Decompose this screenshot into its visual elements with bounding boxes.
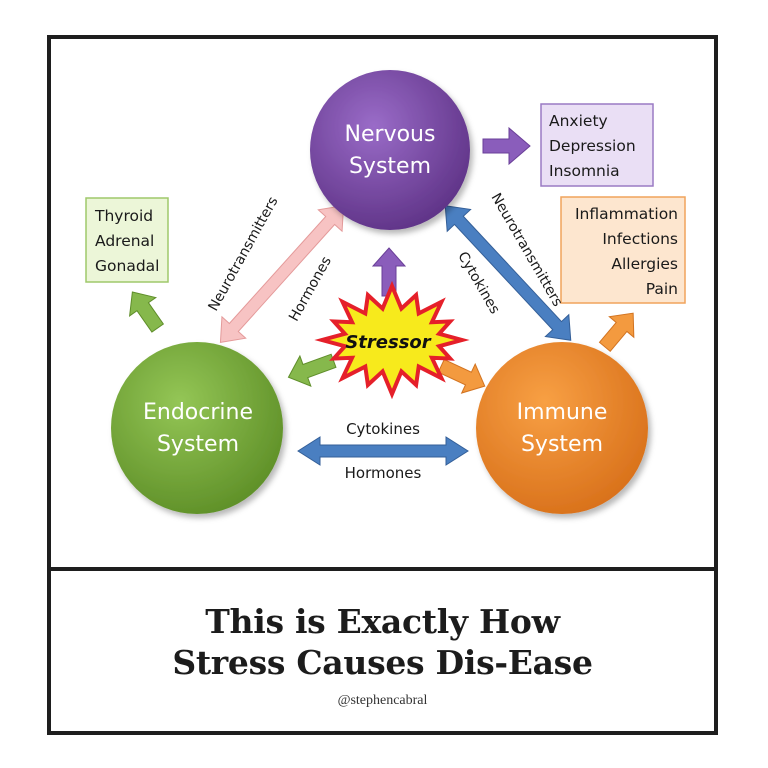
link-nervous-endocrine xyxy=(219,205,345,343)
endocrine-effects-box: Thyroid Adrenal Gonadal xyxy=(85,197,169,283)
arrow-nervous-to-effects xyxy=(482,126,531,166)
link-endocrine-immune xyxy=(297,436,469,466)
link-label-hormones-bottom: Hormones xyxy=(345,464,422,482)
immune-effect-text: Pain xyxy=(646,280,678,298)
endocrine-effect-text: Adrenal xyxy=(95,232,154,250)
nervous-effect-text: Anxiety xyxy=(549,112,608,130)
link-label-cytokines-bottom: Cytokines xyxy=(346,420,420,438)
caption-panel: This is Exactly How Stress Causes Dis-Ea… xyxy=(51,571,714,731)
immune-system-label: System xyxy=(521,432,603,457)
caption-divider xyxy=(47,567,718,571)
arrow-stressor-to-immune xyxy=(437,358,486,394)
stressor-burst: Stressor xyxy=(314,280,470,400)
immune-effect-text: Allergies xyxy=(611,255,678,273)
immune-effects-box: Inflammation Infections Allergies Pain xyxy=(560,196,686,304)
caption-title-line: Stress Causes Dis-Ease xyxy=(172,643,593,682)
immune-effect-text: Inflammation xyxy=(575,205,678,223)
nervous-effect-text: Insomnia xyxy=(549,162,620,180)
arrow-endocrine-to-effects xyxy=(128,291,165,333)
endocrine-system-label: Endocrine xyxy=(143,400,253,425)
nervous-effect-text: Depression xyxy=(549,137,636,155)
immune-system-label: Immune xyxy=(517,400,608,425)
nervous-system-label: System xyxy=(349,154,431,179)
link-nervous-immune xyxy=(444,205,572,341)
immune-effect-text: Infections xyxy=(602,230,678,248)
endocrine-system-node: Endocrine System xyxy=(111,342,283,514)
author-handle: @stephencabral xyxy=(337,693,428,708)
nervous-effects-box: Anxiety Depression Insomnia xyxy=(540,103,654,187)
immune-system-node: Immune System xyxy=(476,342,648,514)
endocrine-effect-text: Gonadal xyxy=(95,257,159,275)
endocrine-effect-text: Thyroid xyxy=(94,207,153,225)
stressor-label: Stressor xyxy=(345,332,431,353)
nervous-system-node: Nervous System xyxy=(310,70,470,230)
nervous-system-label: Nervous xyxy=(345,122,436,147)
arrow-immune-to-effects xyxy=(598,312,635,353)
arrow-stressor-to-endocrine xyxy=(287,353,337,387)
caption-title-line: This is Exactly How xyxy=(205,602,560,641)
endocrine-system-label: System xyxy=(157,432,239,457)
caption-title: This is Exactly How Stress Causes Dis-Ea… xyxy=(51,601,714,683)
